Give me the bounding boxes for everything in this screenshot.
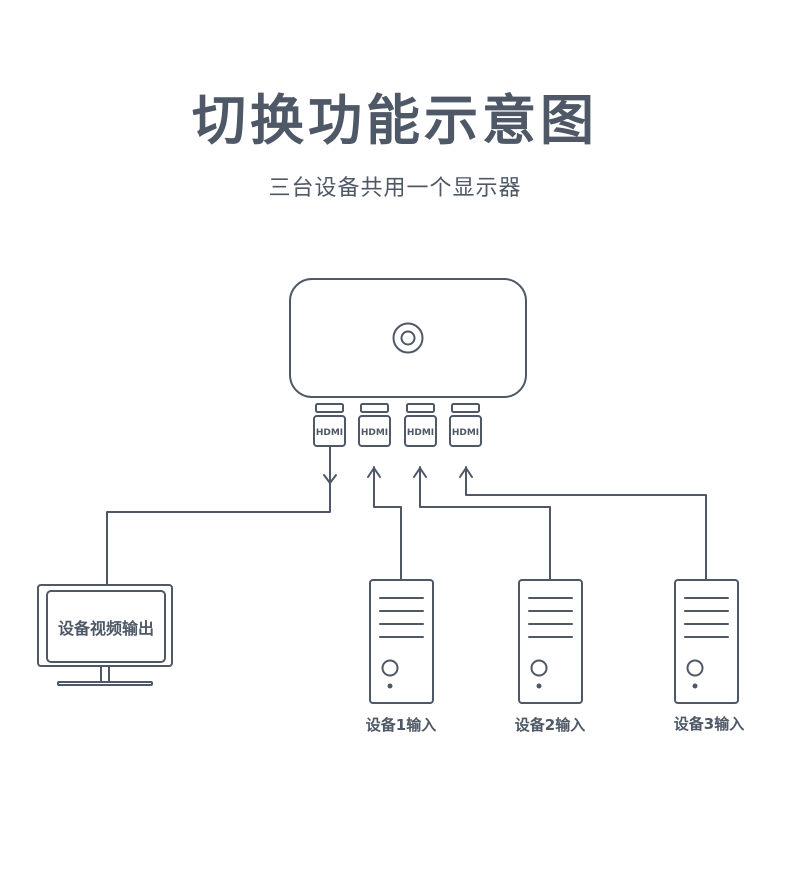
- pc-led-1: [387, 683, 393, 689]
- input-arrow-icon-1: [367, 467, 381, 478]
- pc-tower-icon-3: [674, 579, 739, 704]
- output-arrow-icon: [323, 474, 337, 484]
- hdmi-port-4: [449, 415, 482, 447]
- input-cable-3: [465, 466, 707, 581]
- input-arrow-icon-3: [459, 467, 473, 478]
- hdmi-port-3: [404, 415, 437, 447]
- port-tab-4: [451, 403, 480, 413]
- port-tab-2: [360, 403, 389, 413]
- monitor-label: 设备视频输出: [57, 618, 154, 638]
- output-cable: [106, 445, 331, 586]
- hdmi-port-2: [358, 415, 391, 447]
- port-tab-3: [406, 403, 435, 413]
- input-cable-2: [419, 466, 551, 581]
- pc-led-3: [692, 683, 698, 689]
- device-label-1: 设备1输入: [365, 716, 437, 734]
- pc-tower-icon-2: [518, 579, 583, 704]
- monitor-icon: [37, 584, 173, 686]
- port-label-4: HDMI: [452, 428, 479, 438]
- switch-box: [289, 278, 527, 398]
- switch-button-icon: [392, 322, 424, 354]
- pc-led-2: [536, 683, 542, 689]
- port-label-1: HDMI: [316, 428, 343, 438]
- port-tab-1: [315, 403, 344, 413]
- port-label-3: HDMI: [407, 428, 434, 438]
- port-label-2: HDMI: [361, 428, 388, 438]
- pc-tower-icon-1: [369, 579, 434, 704]
- page-subtitle: 三台设备共用一个显示器: [268, 176, 522, 201]
- page-title: 切换功能示意图: [192, 89, 598, 152]
- device-label-2: 设备2输入: [514, 716, 586, 734]
- device-label-3: 设备3输入: [673, 715, 745, 733]
- input-arrow-icon-2: [413, 467, 427, 478]
- input-cable-1: [373, 466, 402, 581]
